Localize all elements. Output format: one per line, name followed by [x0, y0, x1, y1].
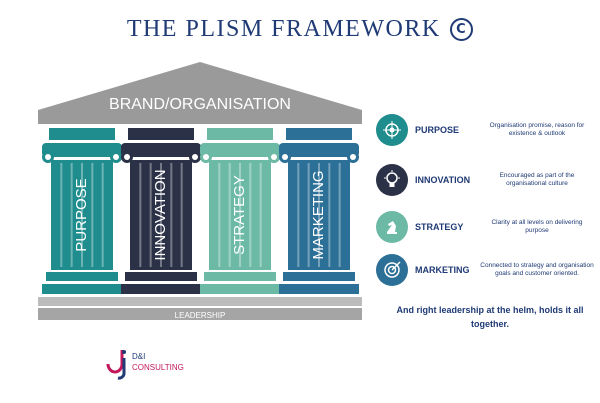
legend-description: Connected to strategy and organisation g… [480, 262, 594, 277]
logo-sub: CONSULTING [132, 363, 184, 372]
temple-diagram: BRAND/ORGANISATION PURPOSE INNOVATION STRA… [38, 62, 362, 320]
pillar-innovation: INNOVATION [121, 128, 201, 294]
page-title: THE PLISM FRAMEWORK C [0, 16, 600, 43]
logo-brand: D&I [132, 352, 146, 361]
tagline: And right leadership at the helm, holds … [396, 305, 584, 329]
legend-row-innovation: INNOVATION Encouraged as part of the orga… [375, 163, 600, 197]
legend-label: INNOVATION [415, 175, 471, 185]
company-logo: D&I CONSULTING [104, 346, 184, 382]
temple-base [38, 308, 362, 320]
legend-row-marketing: MARKETING Connected to strategy and organ… [375, 253, 600, 287]
pillar-marketing: MARKETING [279, 128, 359, 294]
legend-description: Organisation promise, reason for existen… [489, 122, 585, 137]
legend-label: STRATEGY [415, 222, 464, 232]
base-label: LEADERSHIP [175, 311, 226, 320]
pillar-label: MARKETING [310, 170, 327, 259]
pillar-label: PURPOSE [73, 178, 90, 251]
legend-description: Clarity at all levels on delivering purp… [491, 219, 583, 234]
roof-band [38, 110, 362, 124]
lightbulb-icon [376, 164, 408, 196]
legend-label: PURPOSE [415, 125, 460, 135]
legend-row-purpose: PURPOSE Organisation promise, reason for … [375, 113, 600, 147]
dj-logo-icon [106, 350, 126, 380]
temple-base-top [38, 297, 362, 306]
bullseye-icon [376, 254, 408, 286]
pillar-label: STRATEGY [231, 175, 248, 255]
pillar-purpose: PURPOSE [42, 128, 122, 294]
pillar-label: INNOVATION [152, 169, 169, 260]
legend-description: Encouraged as part of the organisational… [499, 172, 575, 187]
target-icon [376, 114, 408, 146]
roof-label: BRAND/ORGANISATION [109, 96, 291, 113]
legend-label: MARKETING [415, 265, 470, 275]
legend-row-strategy: STRATEGY Clarity at all levels on deliver… [375, 210, 600, 244]
temple-roof [38, 62, 362, 110]
pillar-strategy: STRATEGY [200, 128, 280, 294]
chess-knight-icon [376, 211, 408, 243]
copyright-icon: C [450, 18, 474, 41]
